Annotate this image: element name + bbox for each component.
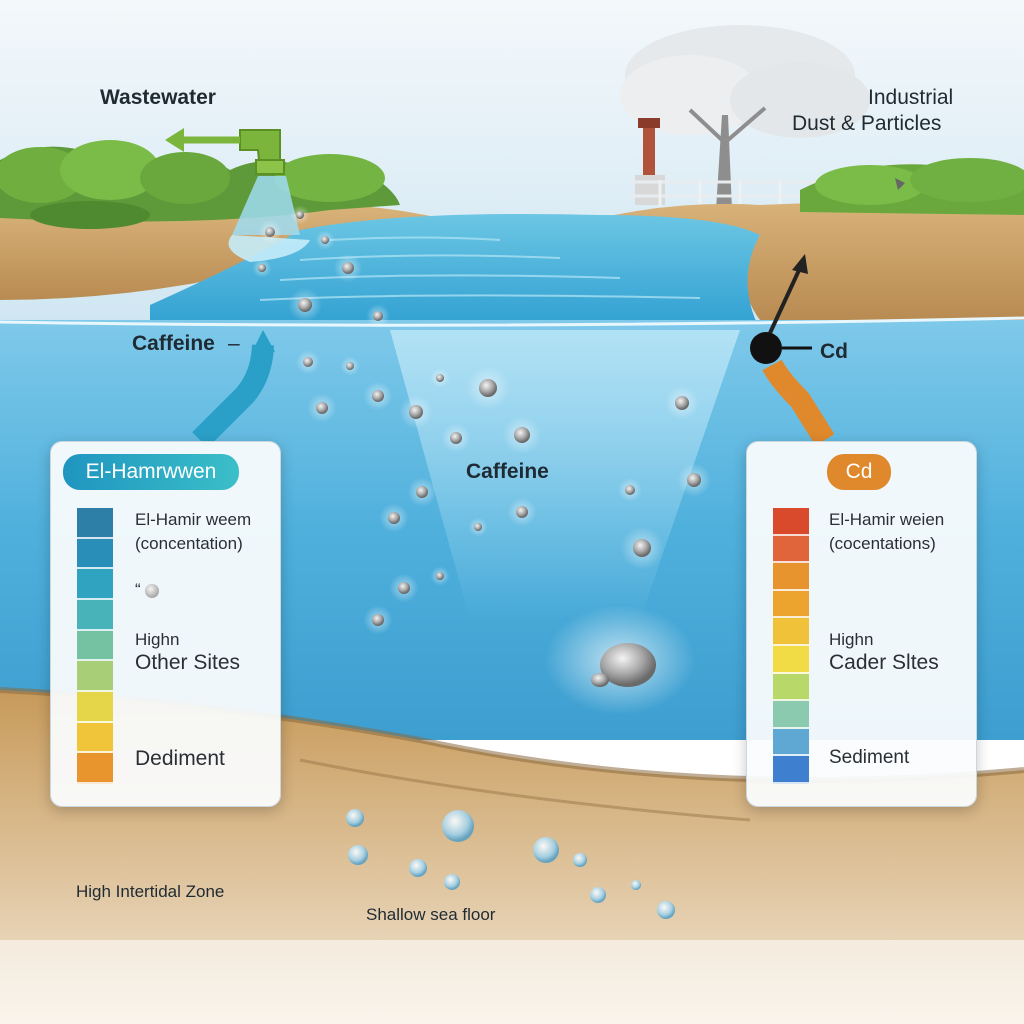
right-scale-segment bbox=[773, 508, 809, 536]
caffeine-particle bbox=[514, 427, 530, 443]
caffeine-center-label: Caffeine bbox=[466, 460, 549, 483]
left-panel-badge: El-Hamrwwen bbox=[63, 454, 239, 490]
left-scale-segment bbox=[77, 569, 113, 600]
caffeine-particle bbox=[303, 357, 313, 367]
caffeine-particle bbox=[516, 506, 528, 518]
high-intertidal-label: High Intertidal Zone bbox=[76, 882, 225, 901]
cd-label: Cd bbox=[820, 340, 848, 363]
caffeine-particle bbox=[316, 402, 328, 414]
caffeine-particle bbox=[298, 298, 312, 312]
caffeine-particle bbox=[625, 485, 635, 495]
sediment-bubble bbox=[444, 874, 460, 890]
right-scale-segment bbox=[773, 590, 809, 619]
left-scale-segment bbox=[77, 692, 113, 723]
industrial-label-line1: Industrial bbox=[868, 86, 954, 109]
shallow-sea-floor-label: Shallow sea floor bbox=[366, 905, 496, 924]
left-scale-segment bbox=[77, 661, 113, 692]
caffeine-label-dash: – bbox=[228, 332, 240, 355]
particle-icon bbox=[145, 583, 160, 598]
sediment-bubble bbox=[573, 853, 587, 867]
left-scale-segment bbox=[77, 722, 113, 754]
industrial-label-line2: Dust & Particles bbox=[792, 112, 942, 135]
caffeine-particle bbox=[372, 614, 384, 626]
caffeine-particle bbox=[436, 374, 444, 382]
right-panel-other-sites: Cader Sltes bbox=[829, 651, 939, 674]
sediment-bubble bbox=[590, 887, 606, 903]
right-panel-bottom: Sediment bbox=[829, 747, 910, 768]
cd-arrow bbox=[750, 178, 905, 446]
caffeine-arrow bbox=[192, 330, 275, 448]
caffeine-particle bbox=[346, 362, 354, 370]
caffeine-particle bbox=[633, 539, 651, 557]
right-scale-segment bbox=[773, 618, 809, 646]
caffeine-particles bbox=[252, 205, 711, 635]
right-panel-high: Highn bbox=[829, 630, 874, 649]
left-scale-segment bbox=[77, 508, 113, 539]
right-concentration-scale bbox=[773, 508, 809, 784]
caffeine-particle bbox=[675, 396, 689, 410]
caffeine-particle bbox=[258, 264, 266, 272]
left-panel-other-sites: Other Sites bbox=[135, 651, 241, 674]
caffeine-particle bbox=[321, 236, 329, 244]
right-panel-line2: (cocentations) bbox=[829, 534, 936, 553]
caffeine-particle bbox=[342, 262, 354, 274]
right-scale-segment bbox=[773, 646, 809, 674]
caffeine-particle bbox=[398, 582, 410, 594]
sediment-bubble bbox=[442, 810, 474, 842]
left-panel-bottom: Dediment bbox=[135, 747, 225, 770]
right-scale-segment bbox=[773, 701, 809, 729]
right-scale-segment bbox=[773, 756, 809, 784]
sediment-bubble bbox=[348, 845, 368, 865]
caffeine-particle bbox=[388, 512, 400, 524]
sediment-bubble bbox=[346, 809, 364, 827]
caffeine-particle bbox=[479, 379, 497, 397]
left-legend-panel: El-Hamrwwen El-Hamir weem (concentation)… bbox=[50, 441, 281, 807]
background-tree bbox=[620, 25, 870, 210]
left-panel-symbol-text: “ bbox=[135, 580, 141, 599]
caffeine-particle bbox=[436, 572, 444, 580]
right-panel-line1: El-Hamir weien bbox=[829, 510, 945, 529]
left-scale-segment bbox=[77, 753, 113, 784]
left-panel-high: Highn bbox=[135, 630, 180, 649]
right-scale-segment bbox=[773, 535, 809, 564]
left-panel-line2: (concentation) bbox=[135, 534, 243, 553]
caffeine-particle bbox=[687, 473, 701, 487]
right-scale-segment bbox=[773, 728, 809, 757]
left-panel-symbol: “ bbox=[135, 580, 160, 600]
caffeine-particle bbox=[409, 405, 423, 419]
right-shore bbox=[600, 158, 1024, 320]
right-scale-segment bbox=[773, 673, 809, 702]
right-scale-segment bbox=[773, 563, 809, 591]
caffeine-left-label: Caffeine bbox=[132, 332, 215, 355]
caffeine-particle bbox=[265, 227, 275, 237]
right-legend-panel: Cd El-Hamir weien (cocentations) Highn C… bbox=[746, 441, 977, 807]
right-panel-badge: Cd bbox=[827, 454, 891, 490]
left-scale-segment bbox=[77, 538, 113, 570]
caffeine-particle bbox=[474, 523, 482, 531]
sediment-bubbles bbox=[346, 809, 675, 919]
wastewater-label: Wastewater bbox=[100, 86, 216, 109]
sediment-bubble bbox=[657, 901, 675, 919]
particle-cluster bbox=[545, 605, 695, 715]
caffeine-particle bbox=[372, 390, 384, 402]
left-scale-segment bbox=[77, 600, 113, 631]
caffeine-particle bbox=[296, 211, 304, 219]
wastewater-arrow bbox=[165, 128, 240, 152]
left-panel-line1: El-Hamir weem bbox=[135, 510, 252, 529]
left-concentration-scale bbox=[77, 508, 113, 784]
caffeine-particle bbox=[450, 432, 462, 444]
caffeine-particle bbox=[373, 311, 383, 321]
caffeine-particle bbox=[416, 486, 428, 498]
sediment-bubble bbox=[631, 880, 641, 890]
sediment-bubble bbox=[533, 837, 559, 863]
sediment-bubble bbox=[409, 859, 427, 877]
wastewater-pipe bbox=[228, 129, 310, 262]
left-scale-segment bbox=[77, 630, 113, 662]
